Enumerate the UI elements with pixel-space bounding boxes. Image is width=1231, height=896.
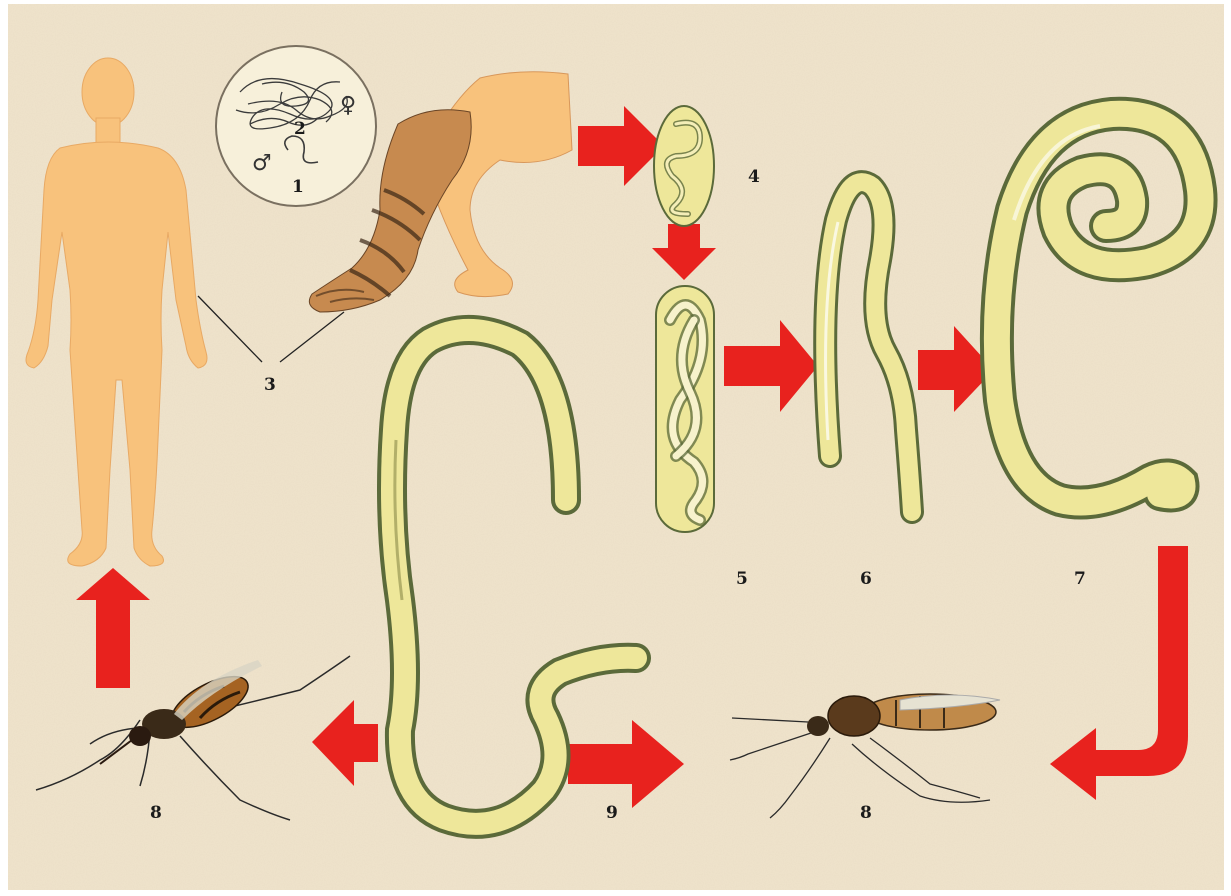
adult-worms-inset: 2 1 ♀ ♂ — [216, 46, 376, 206]
label-4: 4 — [748, 167, 760, 187]
label-2: 2 — [294, 119, 306, 139]
label-5: 5 — [736, 569, 748, 589]
label-9: 9 — [606, 803, 618, 823]
male-symbol: ♂ — [252, 151, 272, 176]
label-8-left: 8 — [150, 803, 162, 823]
label-7: 7 — [1074, 569, 1086, 589]
female-symbol: ♀ — [340, 93, 356, 118]
label-6: 6 — [860, 569, 872, 589]
label-8-right: 8 — [860, 803, 872, 823]
label-3: 3 — [264, 375, 276, 395]
label-1: 1 — [292, 177, 304, 197]
